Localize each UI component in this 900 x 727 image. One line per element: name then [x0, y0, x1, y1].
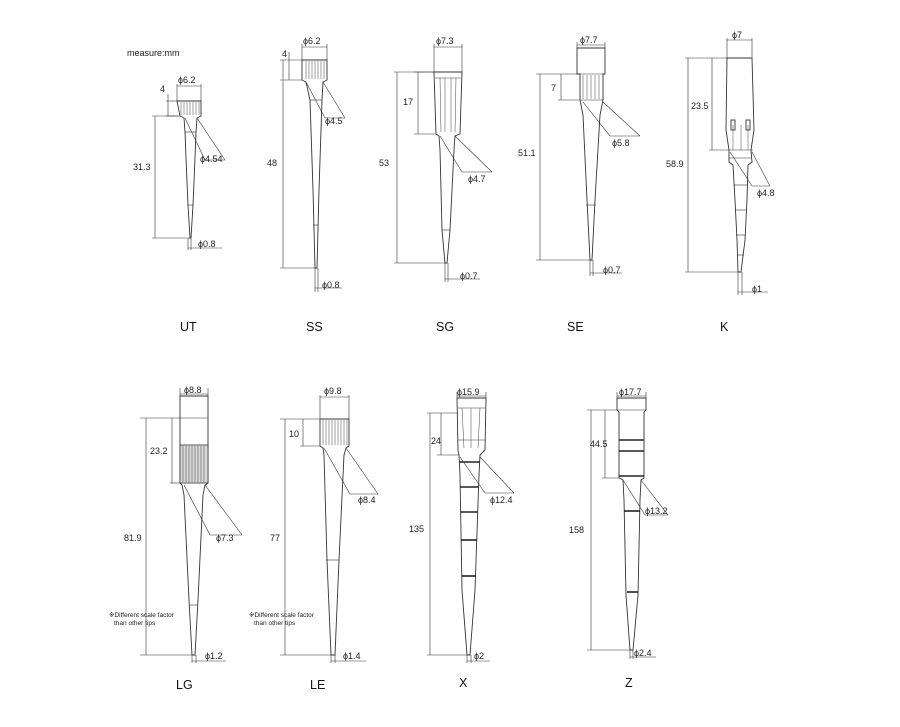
tip-drawing-se: ϕ7.7 7 51.1 ϕ5.8 ϕ0.7 SE	[518, 35, 641, 334]
k-length: 58.9	[666, 159, 684, 169]
tip-drawing-x: ϕ15.9 24 135 ϕ12.4 ϕ2 X	[409, 387, 515, 690]
tip-label-lg: LG	[176, 678, 193, 692]
tip-label-k: K	[720, 320, 729, 334]
x-mid-diameter: ϕ12.4	[490, 495, 513, 505]
tip-drawing-k: ϕ7 23.5 58.9 ϕ4.8 ϕ1 K	[666, 30, 775, 334]
ss-length: 48	[267, 158, 277, 168]
tip-drawing-z: ϕ17.7 44.5 158 ϕ13.2 ϕ2.4 Z	[569, 387, 669, 690]
x-tip-diameter: ϕ2	[474, 651, 484, 661]
ss-top-diameter: ϕ6.2	[303, 36, 321, 46]
le-tip-diameter: ϕ1.4	[343, 651, 361, 661]
tip-drawing-ut: ϕ6.2 4 31.3 ϕ4.54 ϕ0.8 UT	[133, 75, 226, 334]
lg-mid-diameter: ϕ7.3	[216, 533, 234, 543]
x-top-diameter: ϕ15.9	[457, 387, 480, 397]
lg-length: 81.9	[124, 533, 142, 543]
lg-tip-diameter: ϕ1.2	[205, 651, 223, 661]
z-tip-diameter: ϕ2.4	[634, 648, 652, 658]
tip-label-z: Z	[625, 676, 633, 690]
lg-scale-note-1: ※Different scale factor	[109, 612, 175, 619]
k-tip-diameter: ϕ1	[752, 284, 762, 294]
ut-tip-diameter: ϕ0.8	[198, 239, 216, 249]
tip-drawing-ss: ϕ6.2 4 48 ϕ4.5 ϕ0.8 SS	[267, 36, 346, 334]
lg-scale-note-2: than other tips	[114, 620, 156, 627]
ss-tip-diameter: ϕ0.8	[322, 280, 340, 290]
z-mid-diameter: ϕ13.2	[645, 506, 668, 516]
z-collar-height: 44.5	[590, 439, 608, 449]
le-length: 77	[270, 533, 280, 543]
se-length: 51.1	[518, 148, 536, 158]
sg-tip-diameter: ϕ0.7	[460, 271, 478, 281]
z-top-diameter: ϕ17.7	[619, 387, 642, 397]
ut-length: 31.3	[133, 162, 151, 172]
ut-mid-diameter: ϕ4.54	[200, 154, 223, 164]
tip-label-le: LE	[310, 678, 325, 692]
le-mid-diameter: ϕ8.4	[358, 495, 376, 505]
x-collar-height: 24	[431, 436, 441, 446]
ut-collar-height: 4	[160, 84, 165, 94]
tip-label-se: SE	[567, 320, 584, 334]
sg-length: 53	[379, 158, 389, 168]
le-scale-note-2: than other tips	[254, 620, 296, 627]
tip-label-x: X	[459, 676, 468, 690]
tip-drawing-le: ϕ9.8 10 77 ϕ8.4 ϕ1.4 ※Different scale fa…	[249, 386, 379, 692]
sg-top-diameter: ϕ7.3	[436, 36, 454, 46]
le-collar-height: 10	[289, 429, 299, 439]
ss-mid-diameter: ϕ4.5	[325, 116, 343, 126]
tip-drawing-sg: ϕ7.3 17 53 ϕ4.7 ϕ0.7 SG	[379, 36, 493, 334]
se-top-diameter: ϕ7.7	[580, 35, 598, 45]
tip-label-ut: UT	[180, 320, 197, 334]
k-mid-diameter: ϕ4.8	[757, 188, 775, 198]
k-collar-height: 23.5	[691, 101, 709, 111]
z-length: 158	[569, 525, 584, 535]
se-tip-diameter: ϕ0.7	[603, 265, 621, 275]
k-top-diameter: ϕ7	[732, 30, 742, 40]
tip-drawing-lg: ϕ8.8 23.2 81.9 ϕ7.3 ϕ1.2 ※Different scal…	[109, 385, 243, 692]
lg-top-diameter: ϕ8.8	[184, 385, 202, 395]
tip-label-sg: SG	[436, 320, 454, 334]
sg-mid-diameter: ϕ4.7	[468, 174, 486, 184]
lg-collar-height: 23.2	[150, 446, 168, 456]
ss-collar-height: 4	[282, 49, 287, 59]
sg-collar-height: 17	[403, 97, 413, 107]
measure-label: measure:mm	[127, 48, 180, 58]
ut-top-diameter: ϕ6.2	[178, 75, 196, 85]
le-scale-note-1: ※Different scale factor	[249, 612, 315, 619]
se-mid-diameter: ϕ5.8	[612, 138, 630, 148]
se-collar-height: 7	[551, 83, 556, 93]
le-top-diameter: ϕ9.8	[324, 386, 342, 396]
tip-label-ss: SS	[306, 320, 323, 334]
x-length: 135	[409, 524, 424, 534]
